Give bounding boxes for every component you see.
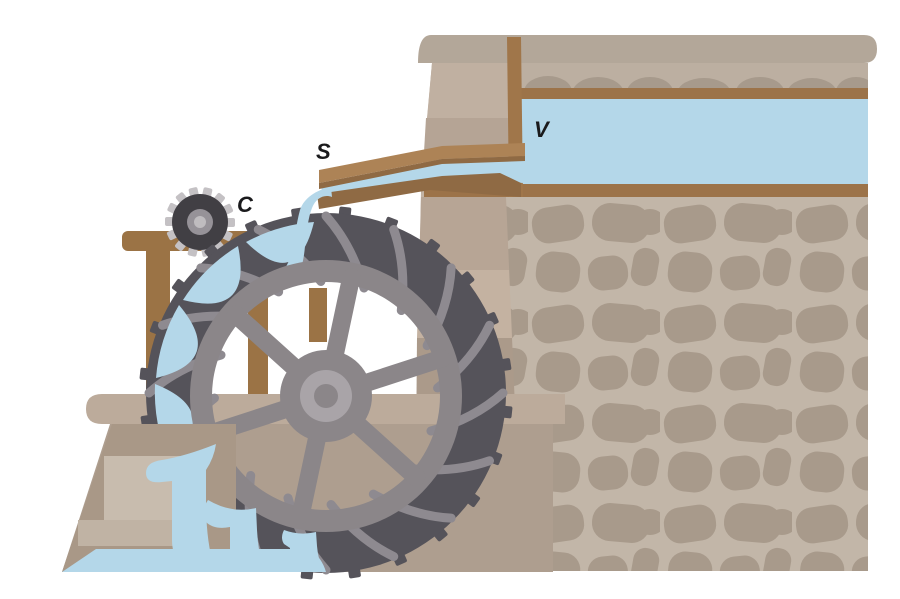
wall-masonry: [506, 197, 868, 571]
outflow-water: [62, 444, 326, 572]
channel-front-rail: [424, 184, 868, 197]
sluice-channel: [317, 143, 525, 209]
label-reservoir: V: [534, 117, 549, 142]
wheel-face: [189, 259, 463, 533]
wall-cap: [418, 35, 877, 63]
hub-axle: [314, 384, 338, 408]
sluice-top-plank-shadow: [319, 156, 525, 189]
cog-gear: [165, 186, 235, 258]
cog-axle: [194, 216, 206, 228]
wall-top-course: [521, 63, 868, 89]
tail-stream: [62, 549, 326, 572]
step-block-lower: [78, 520, 190, 546]
reservoir-water: [521, 99, 868, 184]
frame-post-back: [309, 288, 327, 342]
label-sluice: S: [316, 139, 331, 164]
label-cog: C: [237, 192, 253, 217]
sluice-bottom-plank: [317, 173, 521, 209]
cascade-1: [146, 444, 216, 566]
sluice-top-plank: [319, 143, 525, 183]
sluice-jet: [281, 187, 332, 279]
stone-wall: [418, 35, 877, 571]
channel-back-rail: [521, 88, 868, 99]
